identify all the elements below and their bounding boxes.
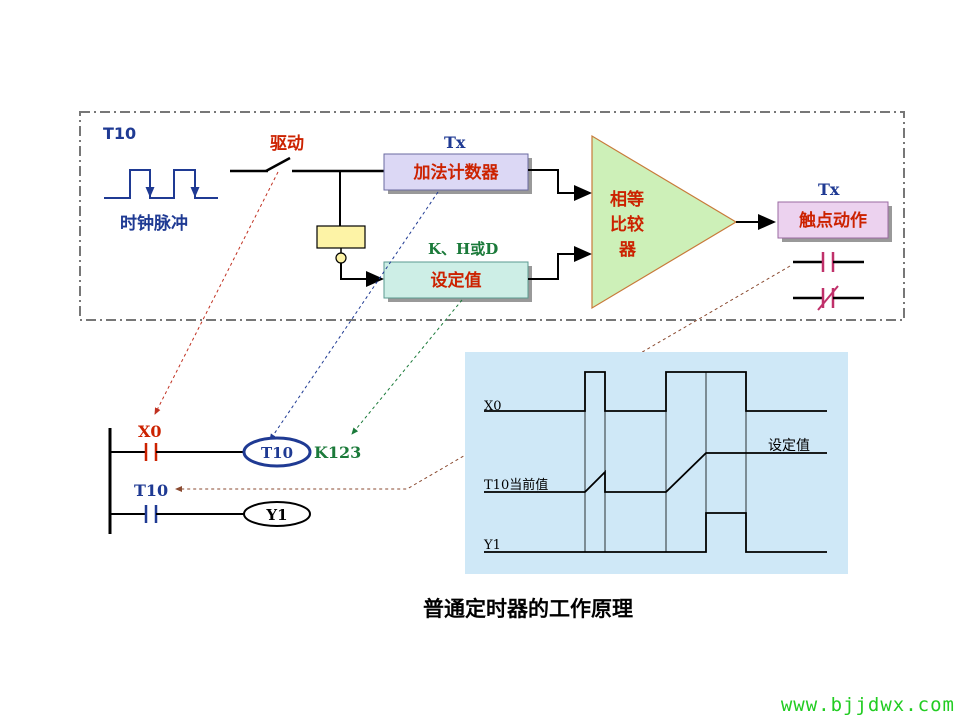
timing-t10-label: T10当前值 [484, 477, 548, 493]
ladder-t10-label: T10 [134, 481, 168, 500]
ladder-t10-contact [110, 505, 244, 523]
comparator-line-1: 相等 [610, 189, 644, 210]
timing-setvalue-label: 设定值 [768, 438, 810, 454]
setvalue-wire [340, 263, 384, 287]
comparator-line-3: 器 [618, 240, 637, 260]
latch-node [335, 252, 347, 264]
latch-box [316, 225, 366, 249]
counter-to-comparator [528, 169, 592, 201]
counter-tag: Tx [444, 133, 466, 152]
dashed-frame [79, 111, 905, 321]
setvalue-to-comparator [528, 246, 592, 280]
figure-caption: 普通定时器的工作原理 [423, 597, 633, 621]
ladder-coil-value: K123 [314, 443, 361, 462]
ladder-y1-coil [243, 501, 311, 527]
ladder-t10-coil [242, 436, 312, 468]
ladder-y1-label: Y1 [265, 506, 287, 524]
drive-label: 驱动 [270, 134, 304, 154]
timing-panel [465, 352, 848, 574]
counter-label: 加法计数器 [413, 162, 500, 183]
timing-t10-current-wave [484, 452, 827, 493]
drive-switch-blade [265, 156, 291, 173]
contact-label: 触点动作 [798, 210, 867, 231]
ladder-x0-contact [110, 443, 244, 461]
drive-to-x0-dashed [154, 171, 279, 415]
watermark: www.bjjdwx.com [781, 694, 955, 716]
timing-y1-wave [484, 512, 827, 553]
setvalue-label: 设定值 [431, 270, 482, 291]
clock-caption: 时钟脉冲 [120, 213, 188, 234]
contact-tag: Tx [818, 180, 840, 199]
nc-contact-symbol [793, 285, 864, 311]
ladder-x0-label: X0 [138, 422, 162, 441]
setvalue-tag: K、H或D [428, 240, 498, 258]
counter-box [383, 153, 529, 191]
ladder-coil-label: T10 [261, 444, 293, 462]
clock-label: T10 [103, 124, 136, 143]
no-contact-symbol [793, 252, 864, 272]
contact-box [777, 201, 889, 239]
setvalue-to-k123-dashed [351, 299, 463, 435]
clock-pulse-wave [104, 169, 218, 199]
timing-x0-wave [484, 371, 827, 412]
comparator-line-2: 比较 [610, 214, 644, 235]
counter-to-coil-dashed [269, 191, 439, 441]
timing-y1-label: Y1 [483, 538, 501, 553]
setvalue-box [383, 261, 529, 299]
comparator-triangle [591, 134, 738, 310]
